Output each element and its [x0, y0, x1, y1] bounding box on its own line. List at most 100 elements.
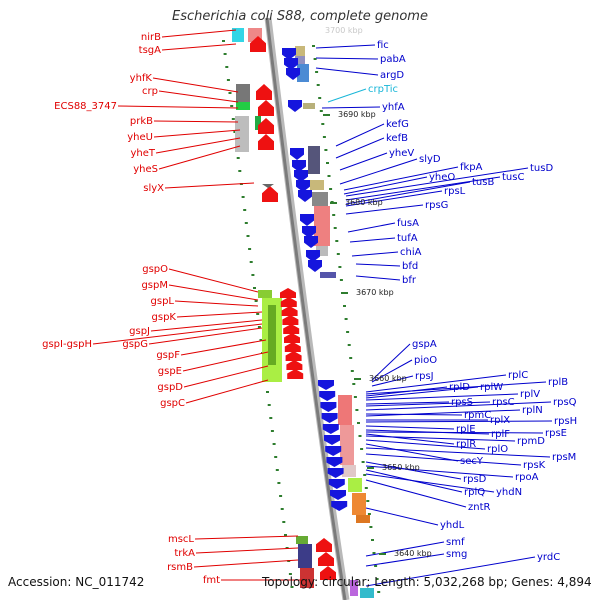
gene-label-nirB[interactable]: nirB [141, 32, 161, 43]
forward-gene-arrow [250, 36, 266, 52]
forward-gene-arrow [284, 333, 300, 343]
gene-label-ECS88_3747[interactable]: ECS88_3747 [54, 101, 117, 112]
gene-label-rpsL[interactable]: rpsL [444, 186, 466, 197]
gene-label-crp[interactable]: crp [142, 86, 158, 97]
gene-label-slyX[interactable]: slyX [143, 183, 164, 194]
gene-label-gspD[interactable]: gspD [157, 382, 183, 393]
gene-label-yheU[interactable]: yheU [127, 132, 153, 143]
gene-label-fkpA[interactable]: fkpA [460, 162, 483, 173]
gene-label-rplW[interactable]: rplW [480, 382, 503, 393]
gene-label-rplD[interactable]: rplD [449, 382, 470, 393]
forward-gene-arrow [284, 342, 301, 352]
gene-label-tsgA[interactable]: tsgA [139, 45, 161, 56]
gene-label-rpsE[interactable]: rpsE [545, 428, 567, 439]
gene-label-rplO[interactable]: rplO [487, 444, 508, 455]
gene-label-argD[interactable]: argD [380, 70, 404, 81]
callout-line [182, 351, 269, 372]
gene-label-gspE[interactable]: gspE [158, 366, 182, 377]
reverse-gene-arrow [288, 100, 302, 112]
gene-label-smg[interactable]: smg [446, 549, 467, 560]
gene-label-fic[interactable]: fic [377, 40, 389, 51]
gene-label-rpsJ[interactable]: rpsJ [415, 371, 434, 382]
gene-label-rplF[interactable]: rplF [491, 429, 510, 440]
gene-label-rplN[interactable]: rplN [522, 405, 543, 416]
gene-label-pabA[interactable]: pabA [380, 54, 406, 65]
gene-label-yhfA[interactable]: yhfA [382, 102, 405, 113]
gene-label-bfr[interactable]: bfr [402, 275, 417, 286]
gene-label-yheT[interactable]: yheT [130, 148, 155, 159]
gene-label-gspM[interactable]: gspM [141, 280, 168, 291]
gene-block [308, 146, 320, 174]
gene-label-gspJ[interactable]: gspJ [129, 326, 150, 337]
gene-label-rpsH[interactable]: rpsH [554, 416, 577, 427]
gene-label-smf[interactable]: smf [446, 537, 465, 548]
gene-label-yheO[interactable]: yheO [429, 172, 455, 183]
reverse-gene-arrow [292, 160, 306, 172]
gene-label-chiA[interactable]: chiA [400, 247, 422, 258]
gene-label-rplE[interactable]: rplE [456, 424, 476, 435]
gene-label-rsmB[interactable]: rsmB [167, 562, 193, 573]
gene-block [258, 290, 272, 298]
gene-label-yheS[interactable]: yheS [133, 164, 158, 175]
gene-label-tusC[interactable]: tusC [502, 172, 524, 183]
gene-label-yhfK[interactable]: yhfK [130, 73, 153, 84]
callout-line [343, 176, 428, 195]
gene-label-gspK[interactable]: gspK [152, 312, 177, 323]
callout-line [365, 433, 455, 445]
gene-label-rpsS[interactable]: rpsS [451, 397, 473, 408]
callout-line [345, 190, 443, 207]
gene-label-mscL[interactable]: mscL [168, 534, 194, 545]
accession-text: Accession: NC_011742 [8, 575, 145, 589]
gene-label-yheV[interactable]: yheV [389, 148, 414, 159]
gene-label-gspG[interactable]: gspG [122, 339, 148, 350]
gene-label-yhdL[interactable]: yhdL [440, 520, 465, 531]
gene-label-rpsK[interactable]: rpsK [523, 460, 546, 471]
backbone [264, 17, 350, 600]
gene-label-gspI-gspH[interactable]: gspI-gspH [42, 339, 92, 350]
gene-label-rplC[interactable]: rplC [508, 370, 528, 381]
gene-label-gspF[interactable]: gspF [156, 350, 180, 361]
gene-label-zntR[interactable]: zntR [468, 502, 491, 513]
gene-label-trkA[interactable]: trkA [174, 548, 195, 559]
gene-label-rpsD[interactable]: rpsD [463, 474, 487, 485]
gene-label-gspC[interactable]: gspC [160, 398, 185, 409]
gene-label-tufA[interactable]: tufA [397, 233, 418, 244]
gene-label-rpmC[interactable]: rpmC [464, 410, 491, 421]
gene-label-gspO[interactable]: gspO [142, 264, 168, 275]
gene-label-tusB[interactable]: tusB [472, 177, 494, 188]
gene-label-tusD[interactable]: tusD [530, 163, 553, 174]
gene-label-rplQ[interactable]: rplQ [464, 487, 485, 498]
gene-label-bfd[interactable]: bfd [402, 261, 418, 272]
gene-label-pioO[interactable]: pioO [414, 355, 437, 366]
gene-label-kefG[interactable]: kefG [386, 119, 409, 130]
callout-line [174, 300, 259, 307]
gene-block [312, 192, 328, 206]
gene-label-fmt[interactable]: fmt [203, 575, 220, 586]
gene-label-gspL[interactable]: gspL [151, 296, 175, 307]
gene-label-rplR[interactable]: rplR [456, 439, 476, 450]
gene-label-gspA[interactable]: gspA [412, 339, 437, 350]
gene-label-rpsG[interactable]: rpsG [425, 200, 448, 211]
gene-label-crpTic[interactable]: crpTic [368, 84, 398, 95]
gene-label-slyD[interactable]: slyD [419, 154, 441, 165]
gene-label-rpsM[interactable]: rpsM [552, 452, 576, 463]
gene-label-rpsQ[interactable]: rpsQ [553, 397, 577, 408]
gene-label-rpsC[interactable]: rpsC [492, 397, 515, 408]
gene-block [295, 46, 305, 56]
gene-label-fusA[interactable]: fusA [397, 218, 419, 229]
callout-line [365, 443, 459, 462]
gene-label-yrdC[interactable]: yrdC [537, 552, 560, 563]
gene-label-rplV[interactable]: rplV [520, 389, 540, 400]
gene-label-rplB[interactable]: rplB [548, 377, 568, 388]
reverse-gene-arrow [296, 180, 310, 192]
gene-label-rpmD[interactable]: rpmD [517, 436, 545, 447]
gene-label-yhdN[interactable]: yhdN [496, 487, 522, 498]
gc-dot [253, 287, 256, 289]
reverse-gene-arrow [324, 435, 340, 445]
gene-label-rplX[interactable]: rplX [490, 415, 510, 426]
gene-label-secY[interactable]: secY [460, 456, 484, 467]
gene-label-kefB[interactable]: kefB [386, 133, 408, 144]
gene-label-prkB[interactable]: prkB [130, 116, 153, 127]
gene-label-rpoA[interactable]: rpoA [515, 472, 539, 483]
gc-dot [269, 417, 273, 419]
